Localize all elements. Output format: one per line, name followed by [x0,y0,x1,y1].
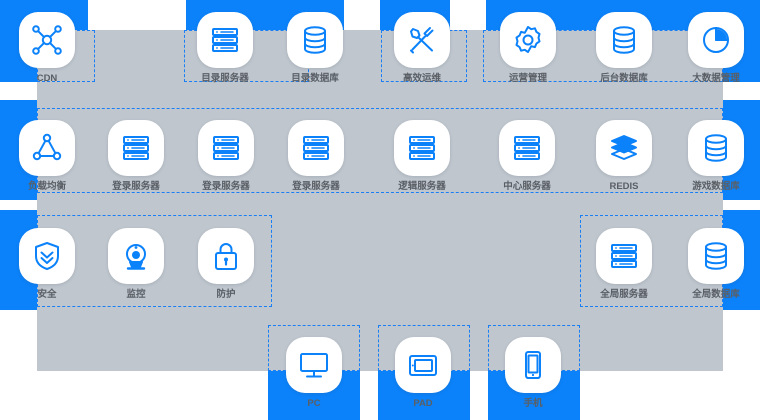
database-cylinder-icon [688,120,744,176]
node-label: 后台数据库 [600,73,648,84]
node-label: 中心服务器 [503,181,551,192]
node-shield-check-2-0[interactable]: 安全 [17,228,77,301]
node-layers-stack-1-6[interactable]: REDIS [594,120,654,193]
node-database-cylinder-1-7[interactable]: 游戏数据库 [686,120,746,193]
node-label: PC [307,398,321,409]
lock-padlock-icon [198,228,254,284]
server-rack-icon [499,120,555,176]
node-tablet-device-3-1[interactable]: PAD [393,337,453,410]
database-cylinder-icon [287,12,343,68]
node-pie-chart-0-6[interactable]: 大数据管理 [686,12,746,85]
node-label: 高效运维 [402,73,441,84]
server-rack-icon [394,120,450,176]
node-label: 全局数据库 [692,289,740,300]
server-rack-icon [288,120,344,176]
node-label: 目录服务器 [201,73,249,84]
node-mobile-phone-3-2[interactable]: 手机 [503,337,563,410]
server-rack-icon [198,120,254,176]
node-server-rack-1-4[interactable]: 逻辑服务器 [392,120,452,193]
node-server-rack-0-1[interactable]: 目录服务器 [195,12,255,85]
node-label: 防护 [216,289,236,300]
shield-check-icon [19,228,75,284]
pie-chart-icon [688,12,744,68]
node-label: 安全 [37,289,57,300]
node-server-rack-1-1[interactable]: 登录服务器 [106,120,166,193]
desktop-monitor-icon [286,337,342,393]
node-label: PAD [413,398,433,409]
node-label: 监控 [126,289,146,300]
node-server-rack-1-2[interactable]: 登录服务器 [196,120,256,193]
node-database-cylinder-2-4[interactable]: 全局数据库 [686,228,746,301]
node-label: CDN [36,73,58,84]
node-load-balancer-1-0[interactable]: 负载均衡 [17,120,77,193]
mobile-phone-icon [505,337,561,393]
gear-settings-icon [500,12,556,68]
node-camera-monitor-2-1[interactable]: 监控 [106,228,166,301]
tablet-device-icon [395,337,451,393]
server-rack-icon [197,12,253,68]
node-database-cylinder-0-2[interactable]: 目录数据库 [285,12,345,85]
node-label: 全局服务器 [600,289,648,300]
node-label: 运营管理 [508,73,547,84]
node-gear-settings-0-4[interactable]: 运营管理 [498,12,558,85]
node-label: 登录服务器 [112,181,160,192]
server-rack-icon [596,228,652,284]
cdn-network-icon [19,12,75,68]
node-label: REDIS [609,181,639,192]
node-label: 游戏数据库 [692,181,740,192]
node-tools-wrench-0-3[interactable]: 高效运维 [392,12,452,85]
database-cylinder-icon [688,228,744,284]
tools-wrench-icon [394,12,450,68]
camera-monitor-icon [108,228,164,284]
node-label: 登录服务器 [292,181,340,192]
node-label: 手机 [523,398,543,409]
node-cdn-network-0-0[interactable]: CDN [17,12,77,85]
node-label: 逻辑服务器 [398,181,446,192]
node-lock-padlock-2-2[interactable]: 防护 [196,228,256,301]
node-server-rack-1-3[interactable]: 登录服务器 [286,120,346,193]
node-desktop-monitor-3-0[interactable]: PC [284,337,344,410]
node-label: 目录数据库 [291,73,339,84]
node-database-cylinder-0-5[interactable]: 后台数据库 [594,12,654,85]
server-rack-icon [108,120,164,176]
layers-stack-icon [596,120,652,176]
node-label: 登录服务器 [202,181,250,192]
node-label: 负载均衡 [27,181,66,192]
database-cylinder-icon [596,12,652,68]
node-server-rack-2-3[interactable]: 全局服务器 [594,228,654,301]
central-panel [37,30,723,371]
load-balancer-icon [19,120,75,176]
node-server-rack-1-5[interactable]: 中心服务器 [497,120,557,193]
node-label: 大数据管理 [692,73,740,84]
